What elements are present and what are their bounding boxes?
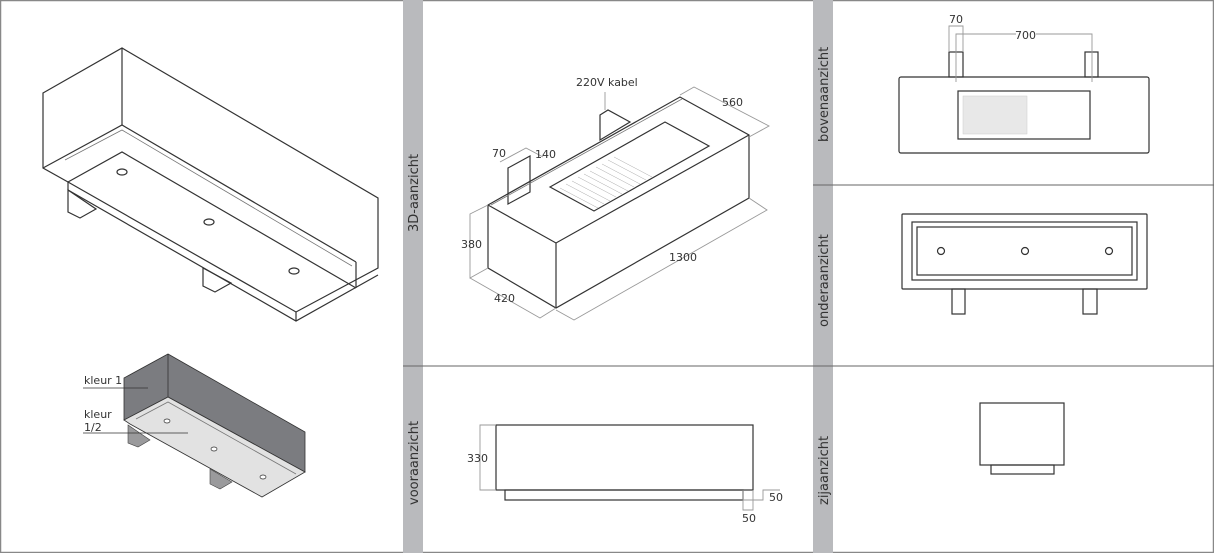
color1-label: kleur 1 (84, 374, 122, 387)
view-label-3d: 3D-aanzicht (407, 154, 422, 232)
view-label-top: bovenaanzicht (817, 47, 832, 142)
dim-560: 560 (722, 96, 743, 109)
view-label-side: zijaanzicht (817, 436, 832, 505)
cable-label: 220V kabel (576, 76, 638, 89)
view-label-bottom: onderaanzicht (817, 234, 832, 327)
dim-70-top: 70 (949, 13, 963, 26)
dim-380: 380 (461, 238, 482, 251)
label-strip-right (813, 0, 833, 553)
label-strip-middle (403, 0, 423, 553)
view-label-front: vooraanzicht (407, 421, 422, 505)
color2-label-fraction: 1/2 (84, 421, 102, 434)
front-view-drawing (479, 424, 780, 511)
dim-330: 330 (467, 452, 488, 465)
dim-50-inset: 50 (742, 512, 756, 525)
color2-label: kleur (84, 408, 112, 421)
dim-70: 70 (492, 147, 506, 160)
top-view-drawing (898, 25, 1150, 154)
dim-140: 140 (535, 148, 556, 161)
dim-700: 700 (1015, 29, 1036, 42)
dim-1300: 1300 (669, 251, 697, 264)
side-view-drawing (979, 402, 1065, 475)
bottom-view-drawing (901, 213, 1148, 315)
dim-420: 420 (494, 292, 515, 305)
iso-3d-drawing (469, 86, 770, 321)
color-legend-drawing (83, 353, 306, 498)
grille-pattern (559, 156, 653, 209)
iso-underside-drawing (42, 47, 379, 322)
dim-50-height: 50 (769, 491, 783, 504)
